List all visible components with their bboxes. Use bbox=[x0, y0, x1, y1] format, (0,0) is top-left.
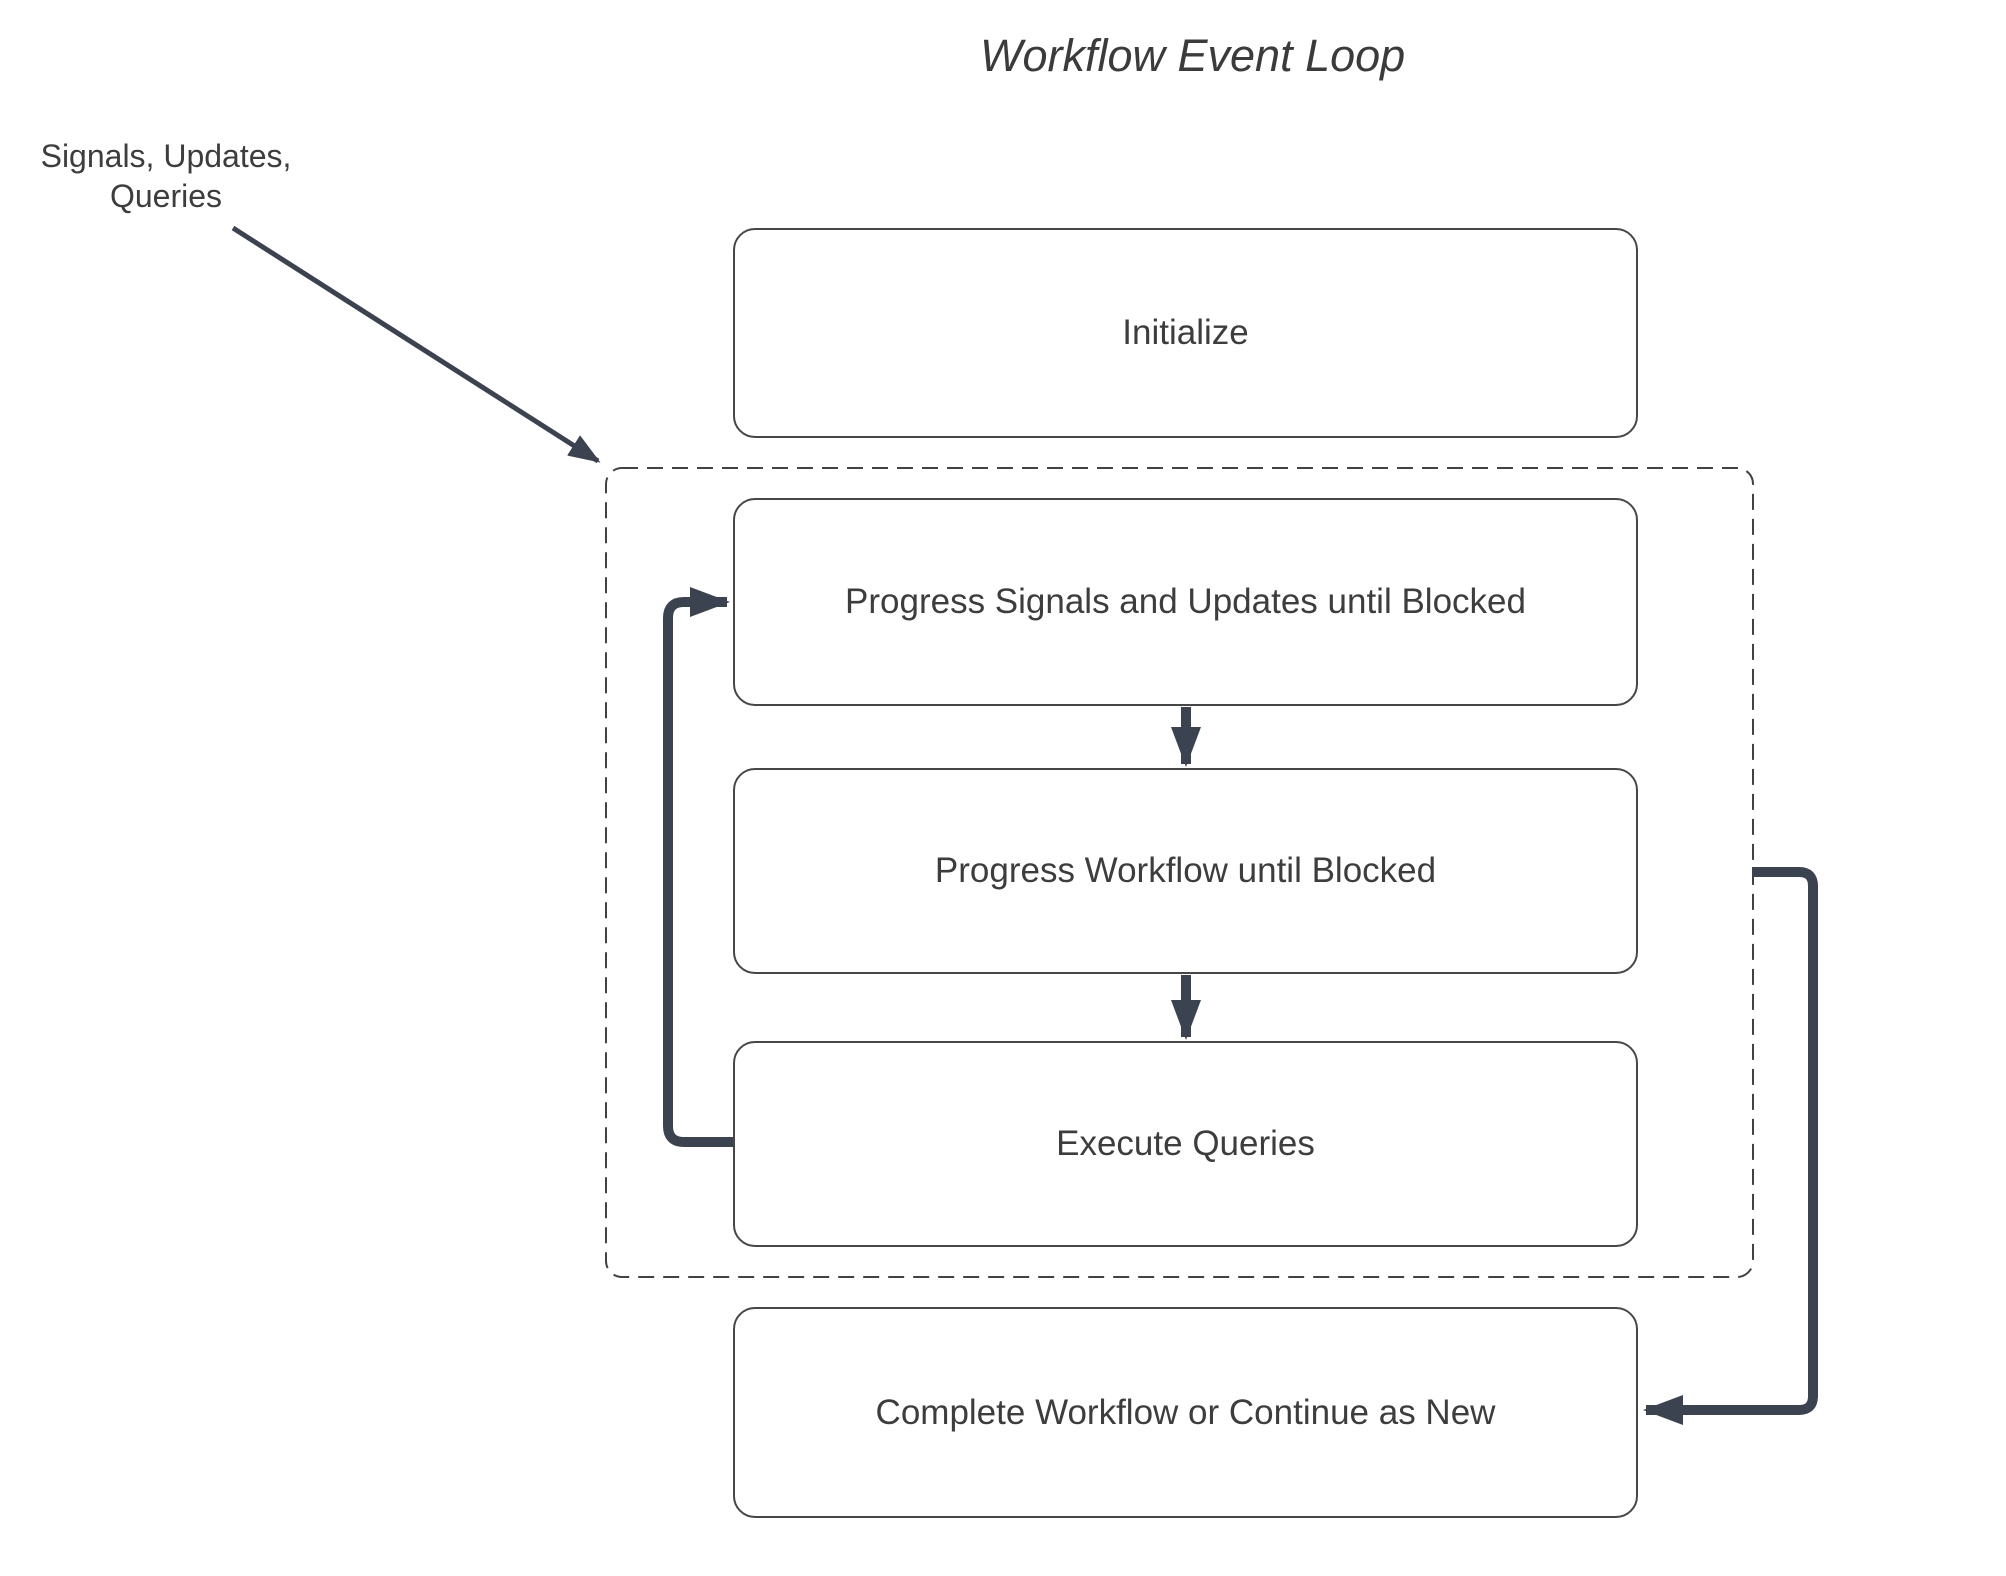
signals-input-arrow bbox=[231, 225, 601, 464]
node-execute-queries: Execute Queries bbox=[733, 1041, 1638, 1247]
node-complete-workflow-label: Complete Workflow or Continue as New bbox=[875, 1392, 1496, 1432]
signals-updates-queries-label: Signals, Updates, Queries bbox=[40, 138, 292, 214]
node-execute-queries-label: Execute Queries bbox=[1056, 1124, 1315, 1163]
diagram-title: Workflow Event Loop bbox=[980, 30, 1406, 81]
node-initialize: Initialize bbox=[733, 228, 1638, 438]
node-initialize-label: Initialize bbox=[1122, 313, 1249, 352]
loop-back-arrow bbox=[663, 587, 733, 1147]
node-progress-signals-label: Progress Signals and Updates until Block… bbox=[845, 582, 1526, 621]
exit-arrow bbox=[1643, 867, 1818, 1425]
node-complete-workflow: Complete Workflow or Continue as New bbox=[733, 1307, 1638, 1518]
node-progress-signals-and-updates: Progress Signals and Updates until Block… bbox=[733, 498, 1638, 706]
node-progress-workflow-label: Progress Workflow until Blocked bbox=[934, 851, 1437, 890]
node-progress-workflow: Progress Workflow until Blocked bbox=[733, 768, 1638, 974]
